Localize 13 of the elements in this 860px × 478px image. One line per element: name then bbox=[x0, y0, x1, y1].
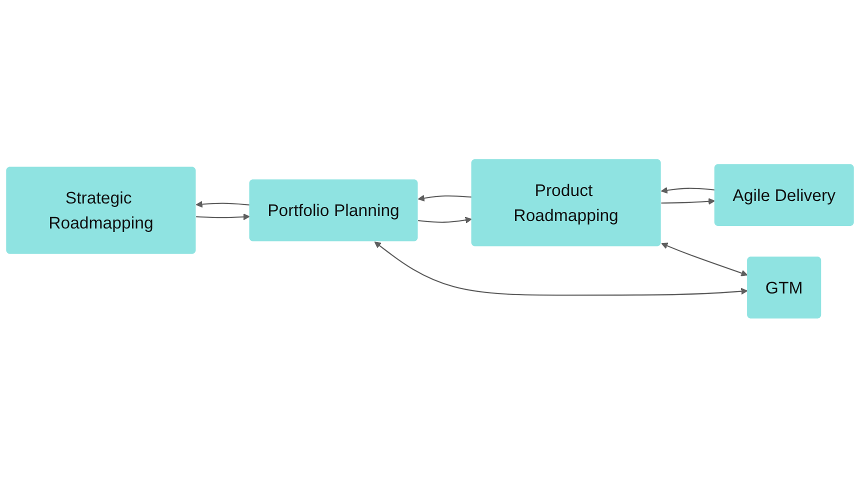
node-box: GTM bbox=[747, 256, 822, 319]
arrow bbox=[660, 187, 715, 194]
arrow bbox=[374, 242, 748, 296]
node-box: Strategic Roadmapping bbox=[6, 166, 196, 254]
arrow bbox=[196, 201, 250, 208]
node-box: Portfolio Planning bbox=[249, 180, 418, 242]
arrow bbox=[661, 198, 716, 205]
arrow bbox=[661, 242, 748, 277]
node-box: Agile Delivery bbox=[714, 164, 854, 226]
arrow bbox=[418, 216, 472, 224]
node-box: Product Roadmapping bbox=[471, 159, 661, 246]
arrow bbox=[196, 214, 250, 220]
arrow bbox=[418, 195, 472, 202]
